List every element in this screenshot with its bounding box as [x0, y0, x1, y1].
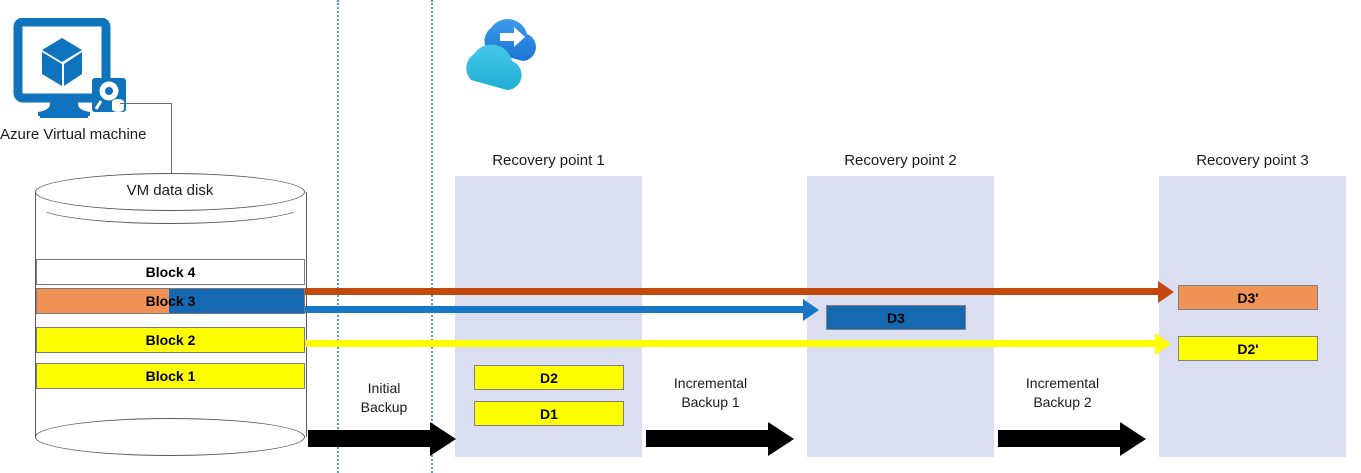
- yellow-flow-line: [305, 340, 1155, 347]
- disk-cylinder-body: [35, 192, 307, 437]
- disk-block-2: Block 2: [36, 327, 305, 353]
- incremental-backup-2-label-line1: Incremental: [1025, 375, 1100, 391]
- disk-title: VM data disk: [126, 182, 214, 199]
- initial-backup-arrow-line: [308, 430, 430, 447]
- guide-line-right: [431, 0, 433, 473]
- disk-block-3-label: Block 3: [145, 293, 196, 309]
- initial-backup-label-line2: Backup: [360, 398, 408, 415]
- rp3-block-d2-prime: D2': [1178, 336, 1318, 361]
- yellow-flow-arrowhead: [1155, 333, 1171, 355]
- blue-flow-line: [305, 306, 803, 313]
- incremental-backup-1-arrow-line: [646, 430, 768, 447]
- rp1-block-d1-label: D1: [540, 405, 558, 422]
- blue-flow-arrowhead: [803, 299, 819, 321]
- rp3-block-d2-prime-label: D2': [1237, 340, 1259, 357]
- disk-block-3-orange-segment: [37, 289, 169, 313]
- disk-block-4-label: Block 4: [145, 264, 196, 280]
- incremental-backup-2-label-line2: Backup 2: [1033, 393, 1092, 410]
- incremental-backup-1-label: Incremental Backup 1: [648, 374, 773, 412]
- vm-connector-horizontal: [120, 103, 172, 104]
- recovery-point-2-title: Recovery point 2: [844, 152, 957, 169]
- initial-backup-label-line1: Initial: [367, 380, 401, 396]
- rp2-block-d3-label: D3: [887, 309, 905, 326]
- disk-block-1: Block 1: [36, 363, 305, 389]
- orange-flow-line: [305, 288, 1158, 295]
- recovery-point-3-column: [1159, 176, 1346, 457]
- guide-line-left: [337, 0, 339, 473]
- azure-virtual-machine-icon: [10, 17, 130, 118]
- disk-block-3-blue-segment: [169, 289, 304, 313]
- initial-backup-arrowhead: [430, 422, 456, 456]
- recovery-point-3-title: Recovery point 3: [1196, 152, 1309, 169]
- rp3-block-d3-prime-label: D3': [1237, 289, 1259, 306]
- incremental-backup-1-arrowhead: [768, 422, 794, 456]
- incremental-backup-2-label: Incremental Backup 2: [1000, 374, 1125, 412]
- rp1-block-d2-label: D2: [540, 369, 558, 386]
- incremental-backup-1-label-line2: Backup 1: [681, 393, 740, 410]
- orange-flow-arrowhead: [1158, 281, 1174, 303]
- rp2-block-d3: D3: [826, 305, 966, 330]
- disk-block-4: Block 4: [36, 259, 305, 285]
- recovery-point-1-title: Recovery point 1: [492, 152, 605, 169]
- backup-cloud-icon: [455, 8, 550, 93]
- rp1-block-d1: D1: [474, 401, 624, 426]
- initial-backup-label: Initial Backup: [334, 379, 434, 417]
- disk-block-1-label: Block 1: [145, 368, 196, 384]
- disk-cylinder-top-inner: [35, 186, 305, 224]
- disk-cylinder-bottom: [35, 418, 305, 456]
- incremental-backup-2-arrowhead: [1120, 422, 1146, 456]
- incremental-backup-1-label-line1: Incremental: [673, 375, 748, 391]
- incremental-backup-2-arrow-line: [998, 430, 1120, 447]
- vm-label: Azure Virtual machine: [0, 126, 147, 143]
- disk-block-3: Block 3: [36, 288, 305, 314]
- rp1-block-d2: D2: [474, 365, 624, 390]
- disk-block-2-label: Block 2: [145, 332, 196, 348]
- vm-connector-vertical: [171, 103, 172, 175]
- rp3-block-d3-prime: D3': [1178, 285, 1318, 310]
